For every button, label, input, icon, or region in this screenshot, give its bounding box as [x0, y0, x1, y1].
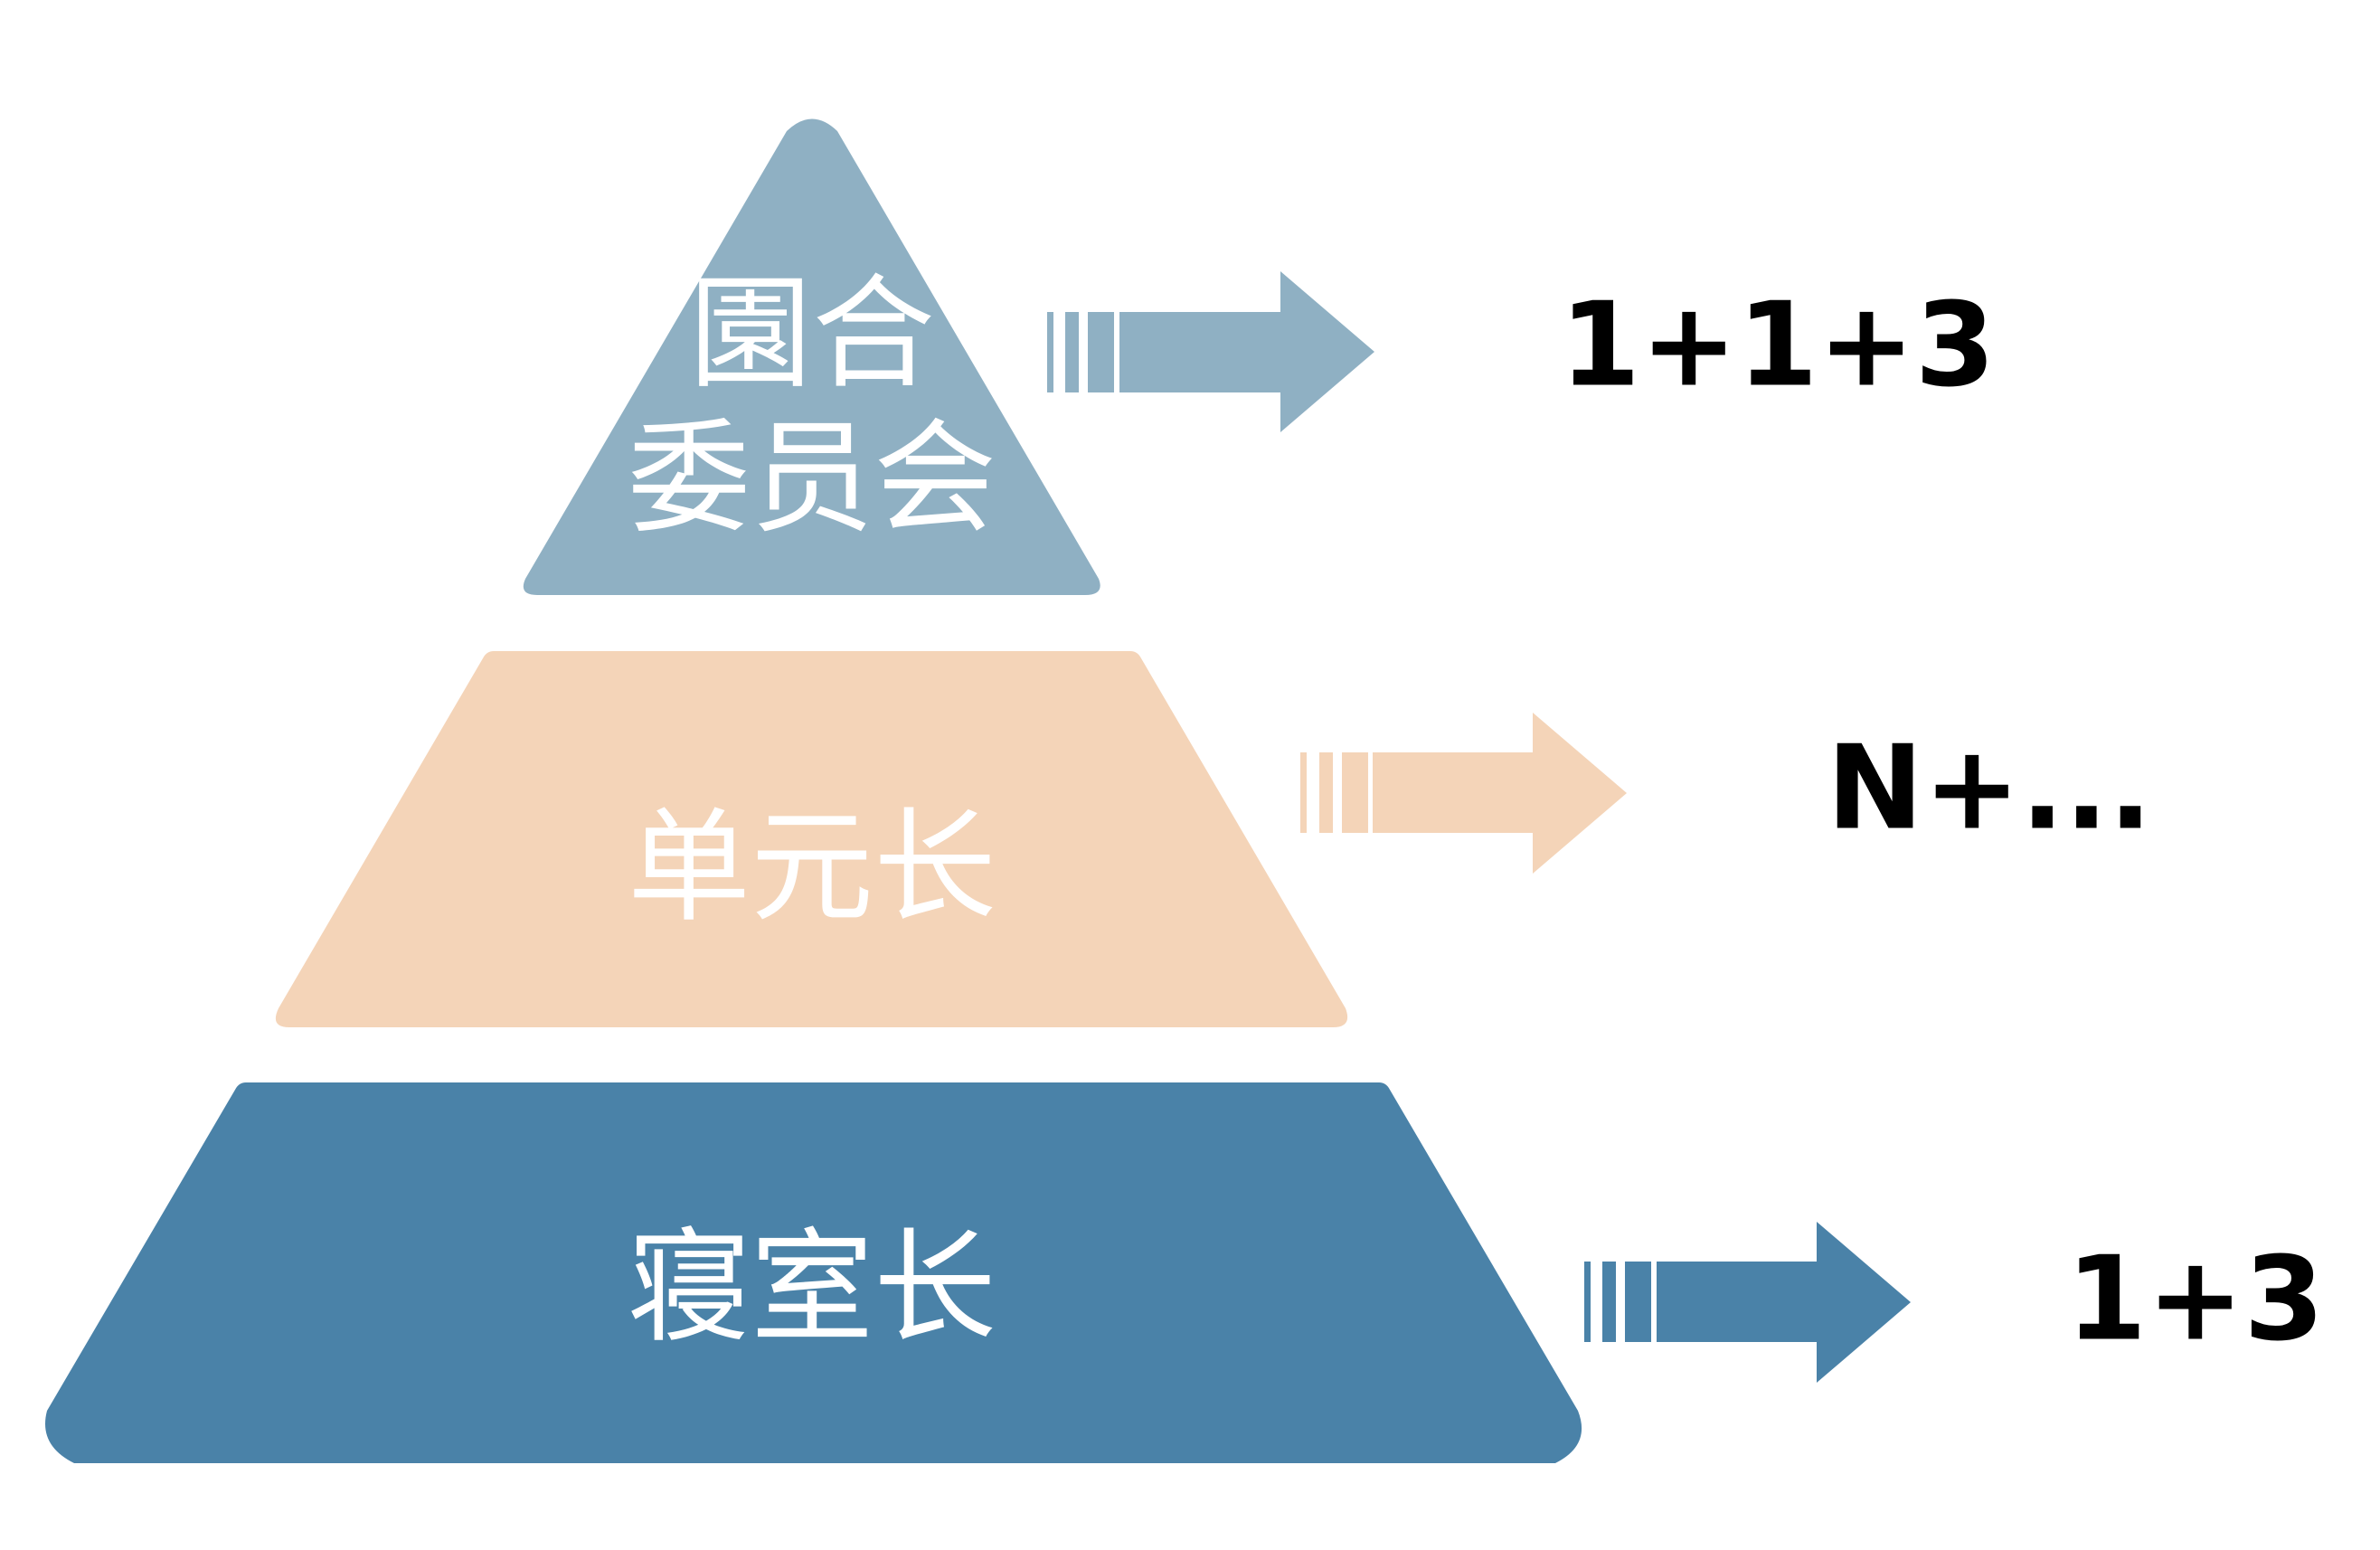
pyramid-tier-bottom: 寝室长 [45, 1082, 1582, 1463]
tier-bottom-label: 寝室长 [628, 1217, 996, 1360]
arrow-middle-shaft [1373, 713, 1627, 874]
tier-top-shape [523, 118, 1100, 595]
arrow-top-stripe-3 [1088, 312, 1114, 392]
arrow-bottom-stripe-3 [1625, 1262, 1651, 1342]
tier-middle-shape [275, 651, 1348, 1027]
arrow-bottom [1584, 1222, 1911, 1383]
arrow-middle-stripe-1 [1300, 752, 1307, 833]
pyramid-tier-top: 園合 委员会 [523, 118, 1100, 595]
arrow-middle-stripe-2 [1319, 752, 1333, 833]
arrow-bottom-shaft [1657, 1222, 1911, 1383]
formula-middle: N+... [1827, 722, 2152, 856]
formula-top: 1+1+3 [1560, 279, 1996, 413]
formula-bottom: 1+3 [2066, 1233, 2324, 1367]
tier-bottom-shape [45, 1082, 1582, 1463]
tier-top-label-line-2: 委员会 [628, 408, 996, 551]
tier-top-label-line-1: 園合 [689, 263, 935, 406]
pyramid-tier-middle: 单元长 [275, 651, 1348, 1027]
arrow-top-stripe-1 [1047, 312, 1053, 392]
arrow-top-shaft [1119, 271, 1374, 432]
arrow-bottom-stripe-1 [1584, 1262, 1591, 1342]
arrow-top [1047, 271, 1374, 432]
arrow-middle-stripe-3 [1342, 752, 1368, 833]
tier-middle-label: 单元长 [628, 797, 996, 940]
arrow-bottom-stripe-2 [1602, 1262, 1616, 1342]
arrow-top-stripe-2 [1065, 312, 1079, 392]
arrow-middle [1300, 713, 1627, 874]
